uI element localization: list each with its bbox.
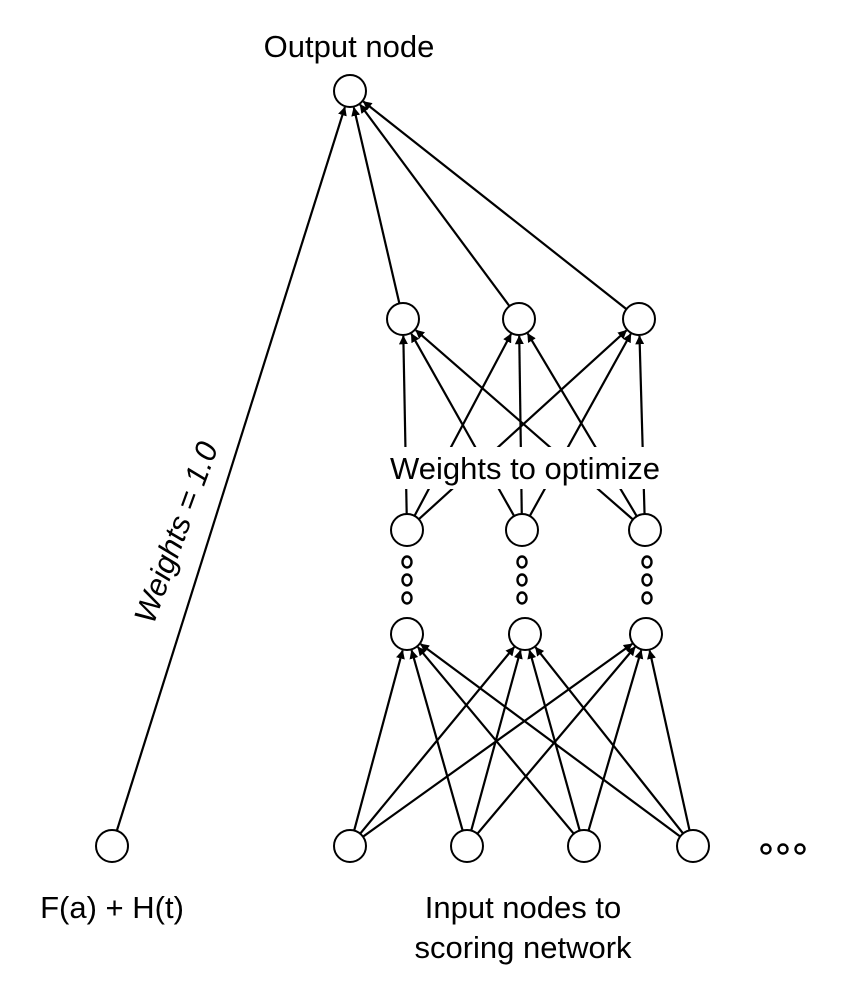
edge-input-4-to-hidden-2 xyxy=(534,646,684,835)
more-inputs-ellipsis-dot xyxy=(794,843,806,855)
vertical-ellipsis-dot xyxy=(641,573,653,587)
upper-hidden-node-3 xyxy=(622,302,656,336)
vertical-ellipsis-dot xyxy=(401,573,413,587)
edge-input-4-to-hidden-1 xyxy=(420,643,681,838)
input-nodes-label-line1: Input nodes to xyxy=(425,890,622,925)
vertical-ellipsis-dot xyxy=(401,591,413,605)
upper-hidden-node-2 xyxy=(502,302,536,336)
edge-upper-3-to-output xyxy=(362,100,628,310)
more-inputs-ellipsis-dot xyxy=(760,843,772,855)
upper-hidden-node-1 xyxy=(386,302,420,336)
edge-upper-2-to-output xyxy=(359,104,511,307)
lower-hidden-top-node-3 xyxy=(628,513,662,547)
lower-hidden-top-node-2 xyxy=(505,513,539,547)
edge-input-3-to-hidden-1 xyxy=(417,646,575,835)
lower-hidden-bottom-node-2 xyxy=(508,617,542,651)
edge-input-1-to-hidden-1 xyxy=(353,649,405,831)
edge-input-4-to-hidden-3 xyxy=(647,649,691,831)
input-node-2 xyxy=(450,829,484,863)
vertical-ellipsis-dot xyxy=(641,591,653,605)
edge-input-1-to-hidden-3 xyxy=(362,643,633,838)
lower-hidden-top-node-1 xyxy=(390,513,424,547)
input-nodes-label-line2: scoring network xyxy=(414,930,632,965)
edge-upper-1-to-output xyxy=(351,106,401,304)
edge-input-2-to-hidden-3 xyxy=(476,646,636,835)
input-node-3 xyxy=(567,829,601,863)
edge-input-3-to-hidden-3 xyxy=(587,649,644,831)
input-node-4 xyxy=(676,829,710,863)
ellipsis-group xyxy=(401,555,806,855)
vertical-ellipsis-dot xyxy=(516,555,528,569)
bias-input-label: F(a) + H(t) xyxy=(40,890,184,925)
vertical-ellipsis-dot xyxy=(401,555,413,569)
weights-label-background xyxy=(364,447,689,489)
output-node-label: Output node xyxy=(264,29,435,64)
vertical-ellipsis-dot xyxy=(516,573,528,587)
input-node-1 xyxy=(333,829,367,863)
bias-input-node xyxy=(95,829,129,863)
more-inputs-ellipsis-dot xyxy=(777,843,789,855)
vertical-ellipsis-dot xyxy=(516,591,528,605)
edge-input-3-to-hidden-2 xyxy=(527,649,581,831)
vertical-ellipsis-dot xyxy=(641,555,653,569)
lower-hidden-bottom-node-1 xyxy=(390,617,424,651)
nodes-group xyxy=(95,74,710,863)
weights-optimize-label: Weights to optimize xyxy=(390,451,660,486)
lower-hidden-bottom-node-3 xyxy=(629,617,663,651)
edge-bias-to-output xyxy=(115,106,347,832)
output-node xyxy=(333,74,367,108)
edge-input-2-to-hidden-1 xyxy=(409,649,464,831)
